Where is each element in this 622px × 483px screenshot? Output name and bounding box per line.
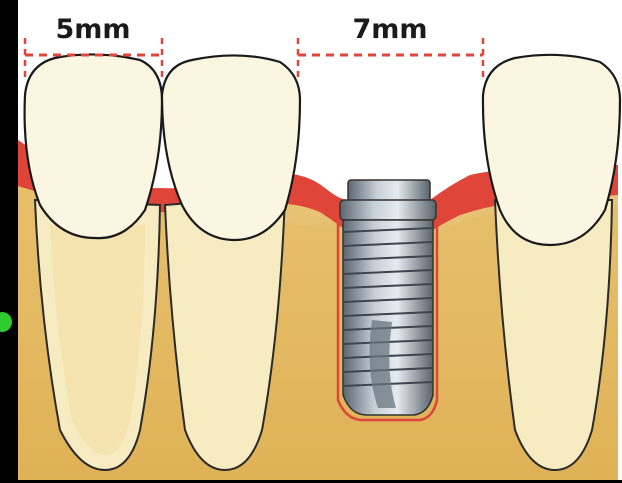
label-7mm: 7mm [352, 14, 427, 45]
tooth-right-crown [483, 55, 620, 245]
dental-implant [338, 180, 437, 420]
implant-abutment [348, 180, 430, 202]
tooth-left-crown [25, 54, 162, 238]
label-5mm: 5mm [55, 14, 130, 45]
implant-collar [340, 200, 436, 220]
